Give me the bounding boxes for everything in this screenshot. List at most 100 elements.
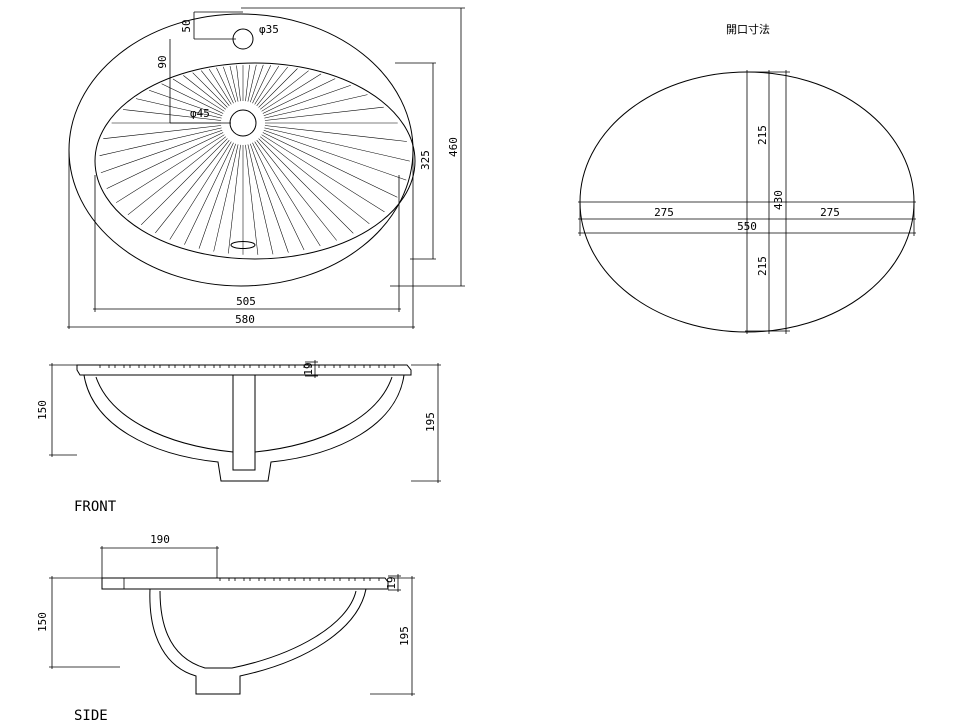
rim-notch xyxy=(219,577,230,581)
rim-notch xyxy=(144,364,155,368)
dim-190: 190 xyxy=(150,533,170,546)
rim-notch xyxy=(279,577,290,581)
front-bowl-outer xyxy=(83,374,405,482)
rim-notch xyxy=(114,364,125,368)
overflow-slot xyxy=(230,241,256,249)
dim-275-right: 275 xyxy=(820,206,840,219)
rim-notch xyxy=(294,364,305,368)
hatch-line xyxy=(264,125,407,142)
side-view: 190 19 150 195 SIDE xyxy=(36,533,415,724)
hatch-line xyxy=(247,64,257,102)
rim-notch xyxy=(129,364,140,368)
hatch-line xyxy=(258,68,298,108)
dim-275-left: 275 xyxy=(654,206,674,219)
rim-notch xyxy=(339,577,350,581)
hatch-line xyxy=(247,144,274,255)
rim-notch xyxy=(369,364,380,368)
hatch-line xyxy=(264,94,368,119)
hatch-line xyxy=(99,127,222,156)
front-rim xyxy=(76,364,412,376)
drain-hole xyxy=(229,109,257,137)
hatch-line xyxy=(260,70,309,110)
hatch-line xyxy=(264,106,384,121)
rim-notch xyxy=(249,364,260,368)
dim-195-side: 195 xyxy=(398,626,411,646)
hatch-line xyxy=(261,134,385,213)
hatch-line xyxy=(122,109,222,121)
rim-notch xyxy=(339,364,350,368)
rim-notch xyxy=(189,364,200,368)
hatch-line xyxy=(184,142,234,245)
rim-notch xyxy=(309,577,320,581)
rim-notch xyxy=(384,364,395,368)
front-bowl-inner xyxy=(95,376,393,453)
dim-19-side: 19 xyxy=(385,576,398,589)
side-rim xyxy=(101,577,389,590)
dim-580: 580 xyxy=(235,313,255,326)
side-label: SIDE xyxy=(74,708,108,724)
dim-215-bottom: 215 xyxy=(756,256,769,276)
dim-90: 90 xyxy=(156,55,169,68)
dim-215-top: 215 xyxy=(756,125,769,145)
bowl-edge xyxy=(94,62,416,260)
dim-430: 430 xyxy=(772,190,785,210)
rim-notch xyxy=(204,364,215,368)
hatch-line xyxy=(155,140,230,234)
rim-notch xyxy=(264,364,275,368)
front-drain xyxy=(232,375,256,471)
rim-notch xyxy=(234,364,245,368)
rim-notch xyxy=(324,364,335,368)
rim-notch xyxy=(354,577,365,581)
hatch-line xyxy=(198,143,236,249)
rim-notch xyxy=(309,364,320,368)
hatch-line xyxy=(250,143,289,253)
hatch-line xyxy=(169,141,232,240)
hatch-line xyxy=(172,78,225,112)
radial-hatching xyxy=(99,64,410,255)
hatch-line xyxy=(256,66,288,106)
hatch-line xyxy=(228,144,241,254)
hatch-line xyxy=(263,130,407,181)
hatch-line xyxy=(149,89,223,116)
hatch-line xyxy=(236,65,241,102)
hatch-line xyxy=(254,65,280,105)
rim-notch xyxy=(174,364,185,368)
hatch-line xyxy=(256,140,337,241)
hatch-line xyxy=(261,73,322,112)
hatch-line xyxy=(106,132,224,189)
side-rim-serration xyxy=(219,577,380,581)
dim-150-side: 150 xyxy=(36,612,49,632)
hatch-line xyxy=(100,130,223,173)
hatch-line xyxy=(258,138,354,234)
front-view: 19 150 195 FRONT xyxy=(36,360,441,515)
dim-19-front: 19 xyxy=(302,362,315,375)
rim-notch xyxy=(324,577,335,581)
hatch-line xyxy=(103,125,222,139)
dim-150-front: 150 xyxy=(36,400,49,420)
dim-325: 325 xyxy=(419,150,432,170)
rim-notch xyxy=(234,577,245,581)
rim-notch xyxy=(354,364,365,368)
rim-notch xyxy=(369,577,380,581)
hatch-line xyxy=(192,72,228,108)
hatch-line xyxy=(250,64,264,103)
hatch-line xyxy=(262,78,336,114)
hatch-line xyxy=(208,68,232,105)
dim-505: 505 xyxy=(236,295,256,308)
hatch-line xyxy=(245,64,250,102)
rim-notch xyxy=(264,577,275,581)
rim-notch xyxy=(294,577,305,581)
rim-notch xyxy=(249,577,260,581)
hatch-line xyxy=(252,65,272,104)
hatch-line xyxy=(245,144,259,255)
top-view: 50 φ35 90 φ45 325 460 505 580 xyxy=(67,7,465,329)
hatch-line xyxy=(161,83,224,114)
hatch-line xyxy=(254,141,321,247)
rim-notch xyxy=(159,364,170,368)
dim-phi35: φ35 xyxy=(259,23,279,36)
hatch-line xyxy=(260,136,370,225)
front-rim-serration xyxy=(99,364,395,368)
front-label: FRONT xyxy=(74,499,117,515)
hatch-line xyxy=(183,75,226,110)
